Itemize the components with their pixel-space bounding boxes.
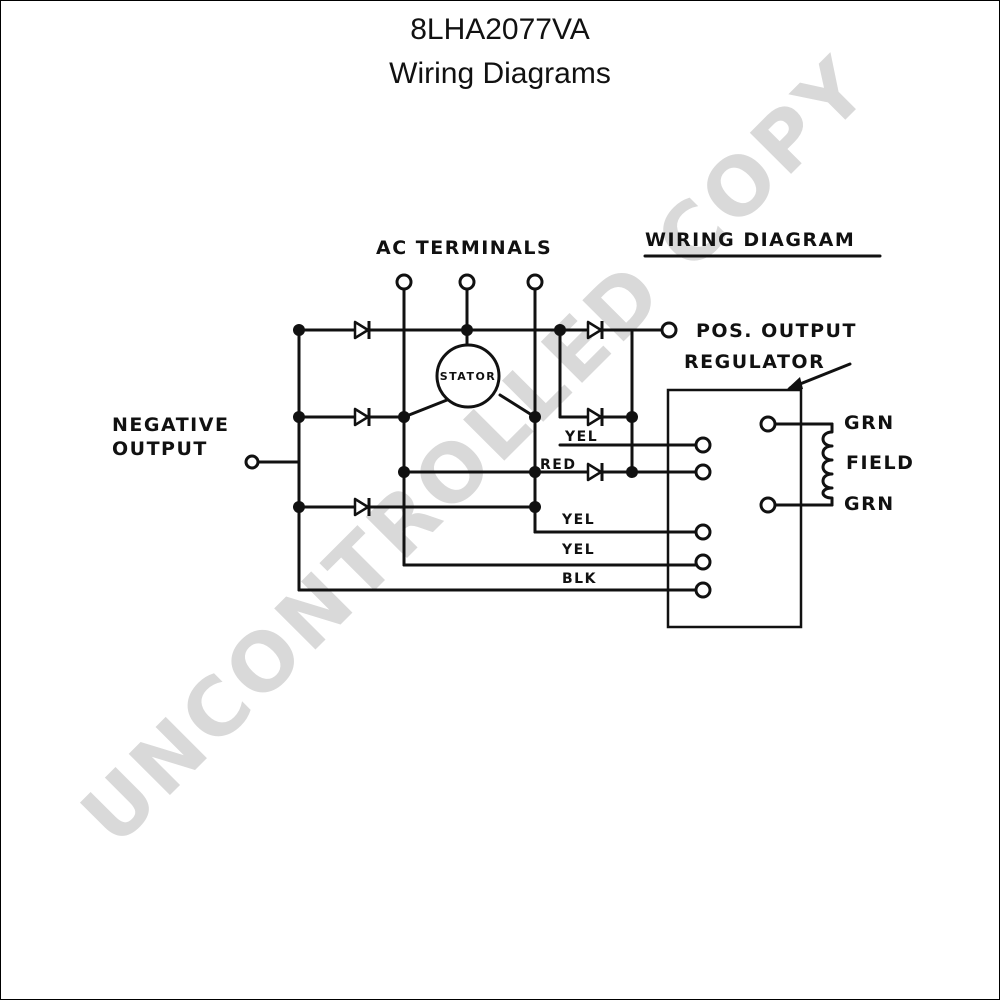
wire-label-yel-1: YEL [564, 429, 598, 445]
junction-dots [293, 324, 638, 513]
regulator-wire-blk [297, 581, 712, 599]
regulator-wire-yel-3 [402, 553, 712, 571]
wire-label-yel-2: YEL [561, 512, 595, 528]
regulator-wire-red [630, 463, 712, 481]
field-label: FIELD [846, 452, 914, 474]
stator-label: STATOR [440, 370, 497, 383]
ac-terminal-2 [458, 273, 476, 332]
wire-label-red: RED [540, 457, 576, 473]
diagram-heading: WIRING DIAGRAM [645, 229, 855, 251]
regulator-label: REGULATOR [684, 351, 825, 373]
negative-output-label-line1: NEGATIVE [112, 414, 229, 436]
regulator-wire-yel-1 [558, 436, 712, 454]
wire-label-blk: BLK [562, 571, 597, 587]
negative-bus [244, 328, 301, 592]
wire-label-grn-top: GRN [844, 412, 895, 434]
positive-output-circuit [402, 320, 678, 482]
field-coil [759, 415, 834, 514]
page-title: 8LHA2077VA [410, 13, 590, 46]
wire-label-grn-bottom: GRN [844, 493, 895, 515]
rectifier-row-2 [297, 407, 406, 427]
wire-label-yel-3: YEL [561, 542, 595, 558]
pos-output-label: POS. OUTPUT [696, 320, 857, 342]
rectifier-row-3 [297, 497, 537, 517]
ac-terminal-1 [395, 273, 413, 567]
page-subtitle: Wiring Diagrams [389, 57, 611, 90]
regulator-box [666, 362, 852, 629]
regulator-wire-yel-2 [533, 505, 712, 541]
stator [402, 328, 537, 419]
negative-output-label-line2: OUTPUT [112, 438, 208, 460]
ac-terminals-label: AC TERMINALS [376, 237, 552, 259]
